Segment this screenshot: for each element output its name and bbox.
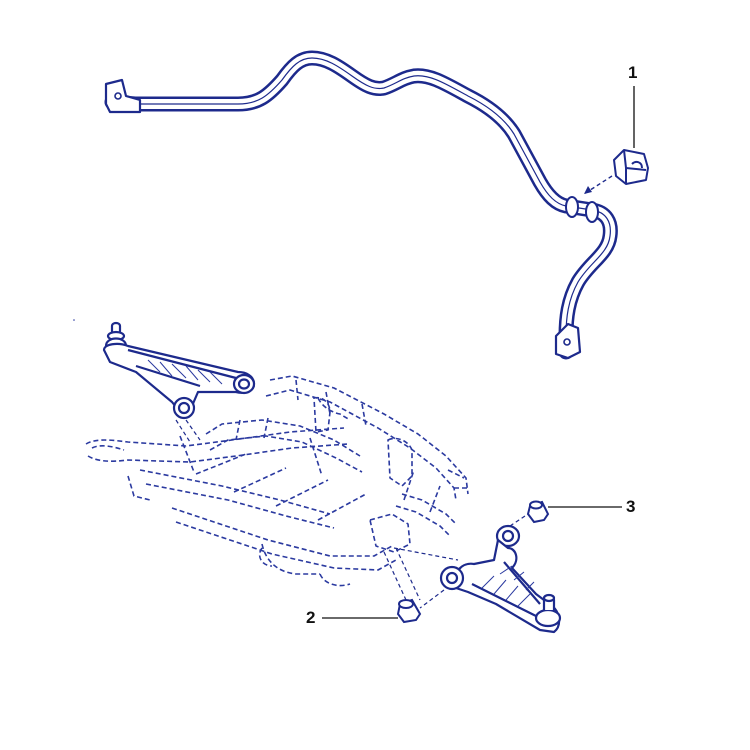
lower-arm-left xyxy=(102,321,256,420)
subframe xyxy=(85,375,470,587)
anti-roll-bar-bush xyxy=(613,149,649,185)
bush-fit-dash-line xyxy=(583,175,613,195)
bush-fit-lines xyxy=(383,513,529,609)
lower-arm-right xyxy=(439,524,562,634)
front-arm-bush xyxy=(396,598,422,624)
callout-number-1: 1 xyxy=(628,63,638,82)
bush-fit-arrow xyxy=(584,186,592,194)
callout-number-3: 3 xyxy=(626,497,636,516)
callout-number-2: 2 xyxy=(306,608,316,627)
rear-arm-bush xyxy=(526,500,550,524)
lower-arm-left-fit-lines xyxy=(175,419,201,443)
stray-dot xyxy=(73,319,75,321)
anti-roll-bar xyxy=(104,50,618,360)
leader-lines xyxy=(322,86,635,619)
